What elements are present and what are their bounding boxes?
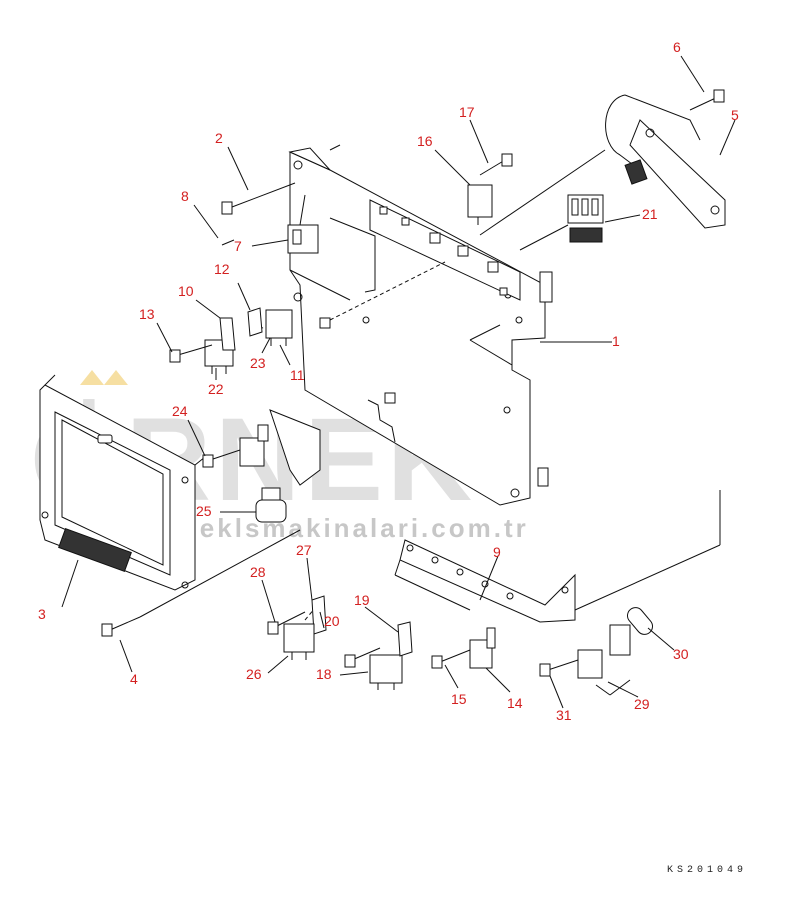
watermark-accent-right xyxy=(104,370,128,385)
callout-26: 26 xyxy=(246,666,262,682)
relay-7 xyxy=(287,194,319,254)
callout-12: 12 xyxy=(214,261,230,277)
relay-14 xyxy=(469,627,496,669)
callout-18: 18 xyxy=(316,666,332,682)
bolt-4 xyxy=(101,529,301,637)
callout-8: 8 xyxy=(181,188,189,204)
callout-13: 13 xyxy=(139,306,155,322)
relay-29 xyxy=(577,624,631,696)
drawing-code: KS201049 xyxy=(667,865,747,876)
callout-16: 16 xyxy=(417,133,433,149)
relay-26 xyxy=(283,623,315,660)
callout-31: 31 xyxy=(556,707,572,723)
callout-29: 29 xyxy=(634,696,650,712)
bolt-31 xyxy=(539,659,579,677)
callout-7: 7 xyxy=(234,238,242,254)
callout-5: 5 xyxy=(731,107,739,123)
callout-6: 6 xyxy=(673,39,681,55)
bolt-17 xyxy=(479,153,513,176)
callout-24: 24 xyxy=(172,403,188,419)
screw-8 xyxy=(221,239,235,246)
callout-17: 17 xyxy=(459,104,475,120)
callout-15: 15 xyxy=(451,691,467,707)
bracket-12 xyxy=(247,307,263,337)
callout-14: 14 xyxy=(507,695,523,711)
callout-25: 25 xyxy=(196,503,212,519)
callout-11: 11 xyxy=(290,367,305,383)
callout-leaders xyxy=(61,55,736,709)
bolt-24 xyxy=(202,449,241,468)
callout-30: 30 xyxy=(673,646,689,662)
connector-21 xyxy=(519,194,604,251)
bolt-13 xyxy=(169,344,213,363)
callout-3: 3 xyxy=(38,606,46,622)
sleeve-30 xyxy=(627,607,653,635)
callout-1: 1 xyxy=(612,333,620,349)
bolt-6 xyxy=(689,89,725,111)
grommet-25 xyxy=(255,487,287,523)
bolt-18b xyxy=(344,647,381,668)
main-bracket xyxy=(288,144,553,506)
callout-4: 4 xyxy=(130,671,138,687)
harness-bracket xyxy=(479,94,726,236)
callout-20: 20 xyxy=(324,613,340,629)
callout-23: 23 xyxy=(250,355,266,371)
bolt-15 xyxy=(431,649,471,669)
bracket-20 xyxy=(311,595,327,635)
controller-unit xyxy=(39,374,206,591)
callout-10: 10 xyxy=(178,283,194,299)
callout-27: 27 xyxy=(296,542,312,558)
callout-19: 19 xyxy=(354,592,370,608)
watermark-accent-left xyxy=(80,370,104,385)
callout-labels: 1 2 3 4 5 6 7 8 9 10 11 12 13 14 15 16 1… xyxy=(38,39,739,723)
relay-18 xyxy=(369,654,403,690)
bracket-10 xyxy=(219,317,236,351)
bracket-19 xyxy=(397,621,413,657)
callout-28: 28 xyxy=(250,564,266,580)
relay-23-bracket xyxy=(239,409,321,486)
callout-2: 2 xyxy=(215,130,223,146)
callout-9: 9 xyxy=(493,544,501,560)
bolt-28 xyxy=(267,611,306,635)
callout-21: 21 xyxy=(642,206,658,222)
connector-16 xyxy=(467,184,493,225)
callout-22: 22 xyxy=(208,381,224,397)
relay-11 xyxy=(265,309,293,346)
bolt-2 xyxy=(221,182,296,215)
